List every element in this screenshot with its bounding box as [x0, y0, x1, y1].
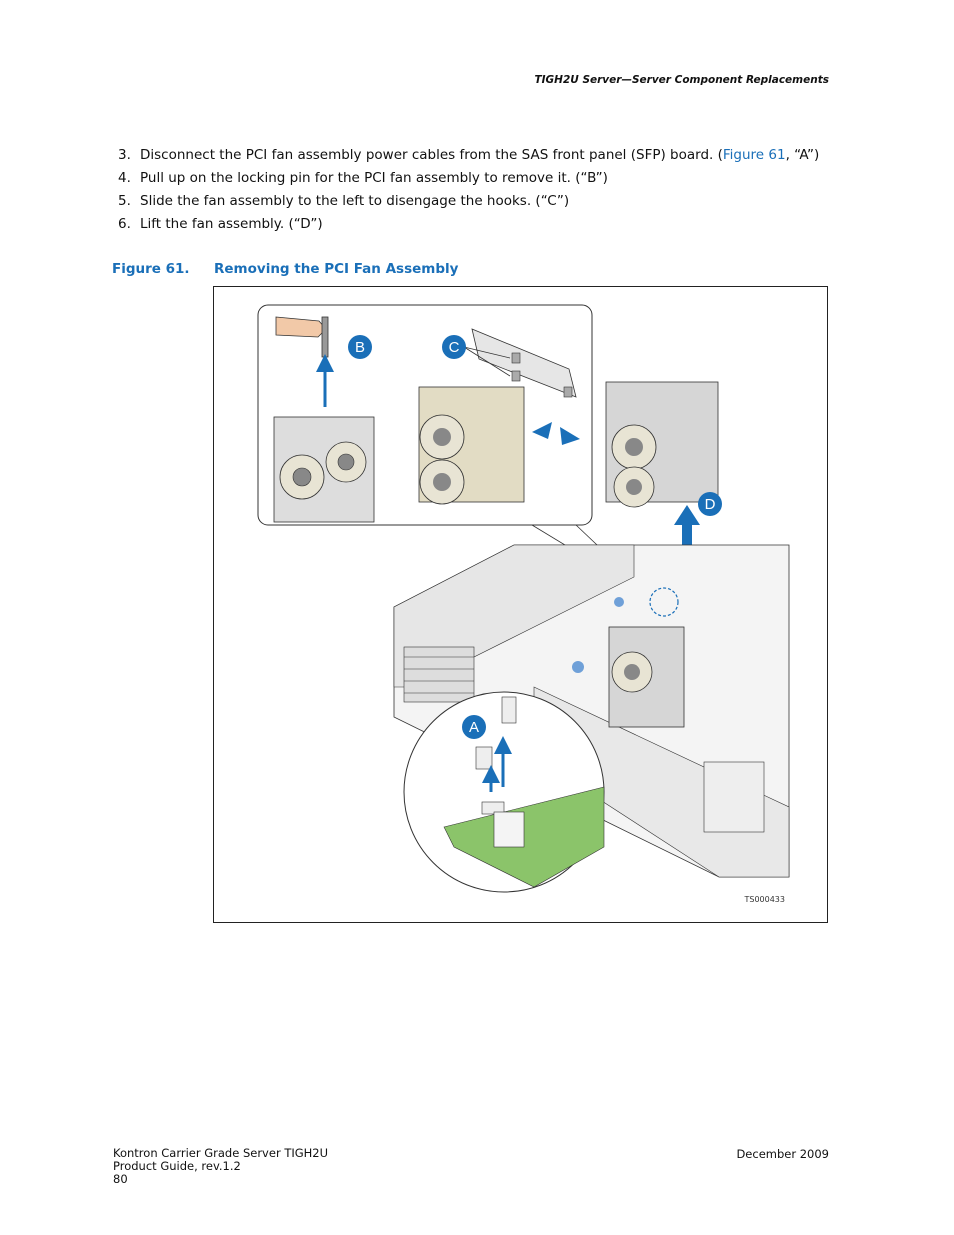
callout-b: B	[348, 335, 372, 359]
fan-assembly-illustration: A B C D	[257, 304, 790, 893]
figure-link[interactable]: Figure 61	[722, 147, 786, 163]
running-header: TIGH2U Server—Server Component Replaceme…	[534, 74, 829, 86]
figure-label: Figure 61.	[112, 261, 190, 277]
step-text: Slide the fan assembly to the left to di…	[140, 193, 570, 209]
locking-pin-detail	[273, 316, 375, 523]
pin-icon	[321, 316, 329, 358]
power-connector-icon	[501, 696, 517, 724]
callout-c: C	[442, 335, 466, 359]
step-text: Disconnect the PCI fan assembly power ca…	[140, 147, 820, 163]
figure-title: Removing the PCI Fan Assembly	[214, 261, 459, 277]
step-6: 6. Lift the fan assembly. (“D”)	[118, 216, 838, 233]
pin-location-marker	[649, 587, 679, 617]
footer-guide: Product Guide, rev.1.2	[113, 1159, 241, 1173]
lift-arrow-icon	[674, 505, 700, 525]
page-number: 80	[113, 1172, 128, 1186]
power-connector-icon	[475, 746, 493, 770]
procedure-steps: 3. Disconnect the PCI fan assembly power…	[118, 147, 838, 239]
callout-d: D	[698, 492, 722, 516]
step-5: 5. Slide the fan assembly to the left to…	[118, 193, 838, 210]
server-chassis	[393, 544, 790, 878]
step-text: Pull up on the locking pin for the PCI f…	[140, 170, 608, 186]
hooks-detail	[418, 328, 580, 505]
step-number: 6.	[118, 216, 131, 232]
step-text: Lift the fan assembly. (“D”)	[140, 216, 323, 232]
step-3: 3. Disconnect the PCI fan assembly power…	[118, 147, 838, 164]
footer-product: Kontron Carrier Grade Server TIGH2U	[113, 1146, 329, 1160]
slide-arrow-icon	[532, 422, 552, 439]
figure-illustration: A B C D TS000433	[213, 286, 828, 923]
figure-id: TS000433	[744, 895, 785, 904]
lifted-fan	[605, 381, 719, 642]
step-number: 5.	[118, 193, 131, 209]
footer-date: December 2009	[736, 1147, 829, 1161]
svg-text:A: A	[469, 719, 479, 736]
step-number: 3.	[118, 147, 131, 163]
step-number: 4.	[118, 170, 131, 186]
svg-text:B: B	[355, 339, 365, 356]
sfp-board-detail	[403, 691, 605, 893]
footer-left: Kontron Carrier Grade Server TIGH2U Prod…	[113, 1147, 328, 1186]
figure-caption: Figure 61. Removing the PCI Fan Assembly	[112, 261, 458, 277]
callout-a: A	[462, 715, 486, 739]
svg-text:C: C	[449, 339, 460, 356]
svg-text:D: D	[705, 496, 716, 513]
slide-arrow-icon	[560, 427, 580, 445]
step-4: 4. Pull up on the locking pin for the PC…	[118, 170, 838, 187]
